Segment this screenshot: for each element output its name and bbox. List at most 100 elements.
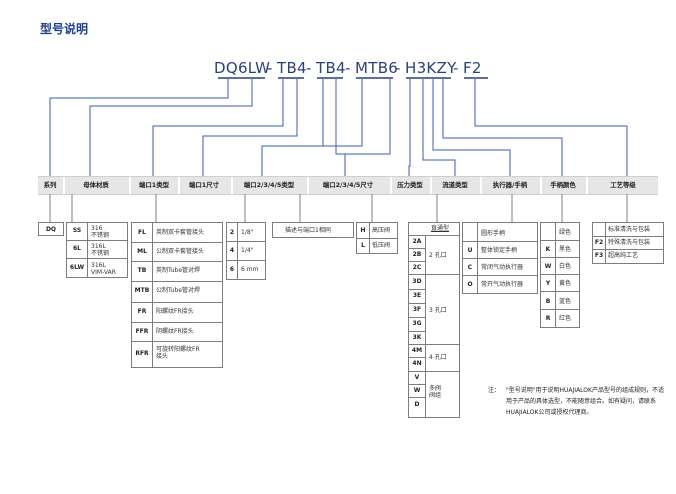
code-dash: - — [395, 59, 401, 77]
footnote: 注： "型号说明"用于说明HUAJIALOK产品型号的组成规则，不适用于产品的具… — [488, 385, 666, 418]
flow-code: D — [414, 401, 420, 408]
color-label: 红色 — [559, 315, 572, 322]
color-code: Y — [545, 280, 551, 287]
port-size-table: 2 1/8" 4 1/4" 6 6 mm — [226, 222, 266, 280]
code-dash: - — [306, 59, 312, 77]
actuator-code: C — [467, 264, 473, 271]
material-code: 6L — [73, 245, 81, 252]
material-label: 316L 不锈钢 — [91, 243, 110, 257]
color-code: B — [545, 298, 551, 305]
port-type-label: 英制双卡套管接头 — [156, 229, 205, 236]
color-code: W — [544, 263, 552, 270]
port-size-label: 1/4" — [241, 247, 254, 254]
flow-code: 4N — [412, 360, 422, 367]
port-type-code: ML — [137, 248, 147, 255]
port-type-label: 英制Tube管对焊 — [156, 267, 201, 274]
actuator-label: 常开气动执行器 — [481, 281, 524, 288]
header-handle-color: 手柄颜色 — [550, 181, 576, 189]
port-type-label: 公制双卡套管接头 — [156, 248, 205, 255]
footnote-key: 注： — [488, 387, 501, 394]
material-label: 316 不锈钢 — [91, 225, 110, 239]
category-header-bar: 系列 母体材质 端口1类型 端口1尺寸 端口2/3/4/5类型 端口2/3/4/… — [38, 176, 658, 195]
color-label: 绿色 — [559, 229, 572, 236]
page-title: 型号说明 — [40, 22, 89, 36]
port-type-label: 阳螺纹FR接头 — [156, 308, 194, 315]
pressure-label: 低压阀 — [372, 242, 391, 249]
flow-group-label: 多阀 阀组 — [429, 385, 442, 399]
actuator-table: 圆形手柄 U 整体锁定手柄 C 常闭气动执行器 O 常开气动执行器 — [462, 222, 538, 294]
flow-group-label: 2 孔口 — [429, 252, 447, 259]
flow-code: 3D — [412, 278, 422, 285]
port-type-code: FR — [137, 308, 147, 315]
flow-code: W — [413, 387, 421, 394]
flow-code: V — [414, 374, 420, 381]
actuator-code: O — [467, 281, 473, 288]
port-size-code: 6 — [229, 266, 235, 273]
flow-code: 3F — [412, 306, 422, 313]
port-type-code: RFR — [135, 350, 149, 357]
flow-code: 3K — [412, 334, 422, 341]
pressure-code: H — [360, 227, 366, 234]
header-flow: 流道类型 — [442, 181, 468, 189]
flow-code: 4M — [411, 347, 423, 354]
header-port1-type: 端口1类型 — [138, 181, 169, 189]
header-pressure: 压力类型 — [397, 181, 423, 189]
material-label: 316L VIM-VAR — [91, 262, 116, 276]
series-table: DQ — [38, 222, 64, 236]
flow-code: 2C — [412, 264, 422, 271]
actuator-label: 圆形手柄 — [481, 230, 506, 237]
code-seg-grade: F2 — [463, 59, 482, 77]
code-seg-options: H3KZY — [405, 59, 457, 77]
port-type-label: 可旋转阳螺纹FR 接头 — [156, 346, 200, 360]
header-actuator: 执行器/手柄 — [492, 181, 528, 189]
grade-label: 标准清洗与包装 — [608, 226, 651, 233]
grade-code: F3 — [594, 252, 604, 259]
code-dash: - — [453, 59, 459, 77]
flow-group-label: 3 孔口 — [429, 307, 447, 314]
port-type-code: TB — [137, 267, 147, 274]
code-dash: - — [345, 59, 351, 77]
handle-color-table: 绿色 K 黑色 W 白色 Y 黄色 B 蓝色 R 红色 — [540, 222, 580, 328]
pressure-code: L — [361, 242, 365, 249]
color-label: 蓝色 — [559, 298, 572, 305]
port-size-label: 6 mm — [241, 266, 259, 273]
port-type-code: MTB — [134, 287, 150, 294]
actuator-code: U — [467, 247, 473, 254]
header-grade: 工艺等级 — [610, 181, 636, 189]
grade-code: F2 — [594, 239, 604, 246]
header-port1-size: 端口1尺寸 — [188, 181, 219, 189]
material-code: 6LW — [69, 264, 85, 271]
port-type-table: FL 英制双卡套管接头 ML 公制双卡套管接头 TB 英制Tube管对焊 MTB… — [131, 222, 223, 368]
code-seg-port2: TB4 — [316, 59, 346, 77]
code-seg-series: DQ6LW — [214, 59, 271, 77]
flow-group-label: 4 孔口 — [429, 354, 447, 361]
material-code: SS — [72, 227, 82, 234]
header-material: 母体材质 — [83, 181, 109, 189]
material-table: SS 316 不锈钢 6L 316L 不锈钢 6LW 316L VIM-VAR — [66, 222, 128, 278]
grade-table: 标准清洗与包装 F2 特殊清洗与包装 F3 超高纯工艺 — [592, 222, 664, 264]
port-type-code: FFR — [135, 328, 149, 335]
flow-table: 直通型 2A 2B 2C 2 孔口 3D 3E 3F 3G 3K 3 孔口 4M… — [408, 222, 460, 418]
port2-desc: 描述与端口1相同 — [285, 227, 331, 234]
port-size-code: 4 — [229, 247, 235, 254]
pressure-table: H 高压阀 L 低压阀 — [356, 222, 398, 254]
series-code: DQ — [45, 226, 57, 233]
port2-desc-box: 描述与端口1相同 — [272, 222, 354, 238]
grade-label: 特殊清洗与包装 — [608, 239, 651, 246]
grade-label: 超高纯工艺 — [608, 252, 639, 259]
header-port2-type: 端口2/3/4/5类型 — [243, 181, 295, 189]
actuator-label: 常闭气动执行器 — [481, 264, 524, 271]
color-label: 黑色 — [559, 246, 572, 253]
code-dash: - — [267, 59, 273, 77]
color-code: R — [545, 315, 551, 322]
pressure-label: 高压阀 — [372, 227, 391, 234]
port-type-label: 公制Tube管对焊 — [156, 287, 201, 294]
color-code: K — [545, 246, 551, 253]
flow-code: 3G — [412, 320, 422, 327]
footnote-text: "型号说明"用于说明HUAJIALOK产品型号的组成规则，不适用于产品的具体选型… — [506, 387, 664, 416]
port-size-code: 2 — [229, 229, 235, 236]
flow-code: 2B — [412, 251, 422, 258]
flow-code: 3E — [412, 292, 422, 299]
port-type-label: 阴螺纹FR接头 — [156, 328, 194, 335]
